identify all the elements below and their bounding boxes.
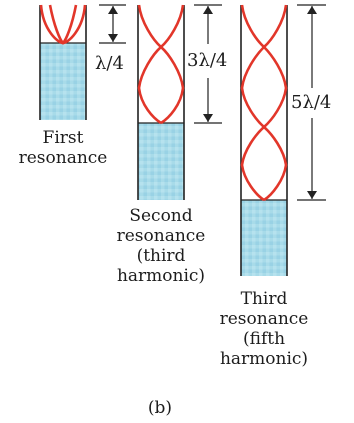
label-first-resonance: First resonance (18, 128, 108, 168)
standing-wave-second-a (137, 4, 185, 125)
tube-second-resonance (137, 4, 185, 200)
standing-wave-third-b (240, 4, 288, 202)
label-third-resonance: Third resonance (fifth harmonic) (219, 289, 309, 369)
dimension-label-third: 5λ/4 (291, 92, 332, 113)
water-column-third (241, 200, 287, 276)
standing-wave-third-a (240, 4, 288, 202)
dimension-label-first: λ/4 (95, 53, 124, 74)
standing-wave-second-b (137, 4, 185, 125)
dimension-third (297, 4, 326, 201)
water-column-first (40, 43, 86, 120)
dimension-first (99, 4, 126, 44)
label-second-resonance: Second resonance (third harmonic) (116, 206, 206, 286)
standing-wave-first-b (48, 4, 78, 45)
tube-first-resonance (39, 4, 87, 120)
figure-caption: (b) (147, 398, 173, 418)
tube-third-resonance (240, 4, 288, 276)
water-column-second (138, 123, 184, 200)
dimension-second (194, 4, 222, 124)
standing-wave-first-a (39, 4, 87, 45)
dimension-label-second: 3λ/4 (187, 50, 228, 71)
